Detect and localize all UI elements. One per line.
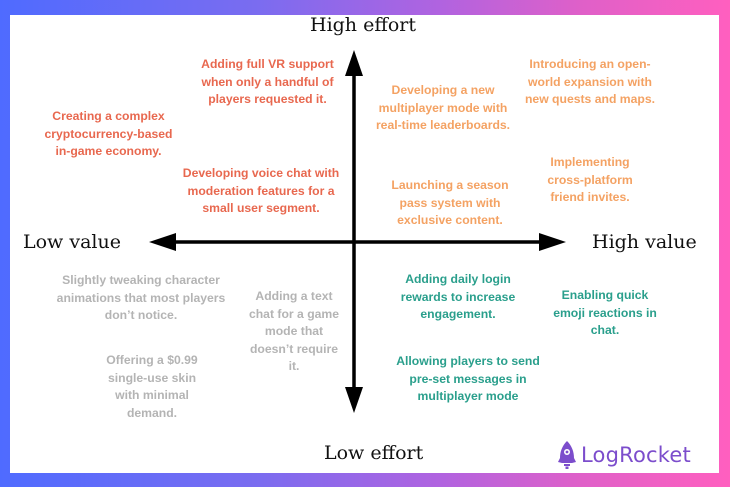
rocket-icon bbox=[558, 441, 576, 469]
quadrant-item: Adding full VR support when only a handf… bbox=[201, 57, 334, 106]
axis-label-low-effort: Low effort bbox=[324, 442, 424, 464]
quadrant-item: Creating a complex cryptocurrency-based … bbox=[44, 109, 173, 158]
quadrant-item: Adding daily login rewards to increase e… bbox=[400, 272, 516, 321]
arrow-left-icon bbox=[149, 233, 176, 251]
quadrant-item: Slightly tweaking character animations t… bbox=[56, 273, 226, 322]
quadrant-item: Allowing players to send pre-set message… bbox=[396, 354, 540, 403]
quadrant-item: Introducing an open-world expansion with… bbox=[524, 57, 656, 106]
arrow-down-icon bbox=[345, 387, 363, 413]
quadrant-item: Developing a new multiplayer mode with r… bbox=[375, 83, 511, 132]
quadrant-item: Offering a $0.99 single-use skin with mi… bbox=[106, 353, 198, 420]
axis-label-low-value: Low value bbox=[23, 231, 121, 253]
logrocket-logo: LogRocket bbox=[556, 438, 691, 472]
axis-label-high-value: High value bbox=[592, 231, 697, 253]
axis-label-high-effort: High effort bbox=[310, 14, 416, 36]
arrow-up-icon bbox=[345, 50, 363, 76]
quadrant-item: Developing voice chat with moderation fe… bbox=[182, 166, 340, 215]
quadrant-item: Enabling quick emoji reactions in chat. bbox=[553, 288, 657, 337]
quadrant-item: Implementing cross-platform friend invit… bbox=[547, 155, 633, 204]
quadrant-card bbox=[10, 15, 719, 473]
quadrant-item: Adding a text chat for a game mode that … bbox=[248, 289, 340, 373]
arrow-right-icon bbox=[539, 233, 566, 251]
logo-text: LogRocket bbox=[581, 443, 691, 467]
quadrant-item: Launching a season pass system with excl… bbox=[391, 178, 509, 227]
